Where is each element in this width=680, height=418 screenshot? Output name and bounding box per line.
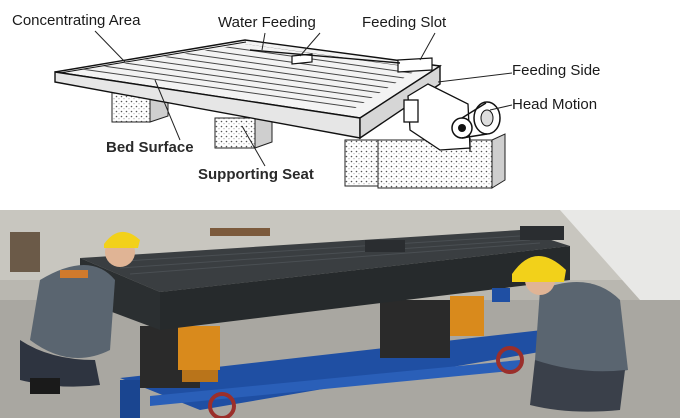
gearboxes bbox=[178, 296, 484, 382]
photo-illustration bbox=[0, 210, 680, 418]
right-worker bbox=[492, 255, 628, 412]
label-feeding-slot: Feeding Slot bbox=[362, 14, 447, 31]
workshop-photo bbox=[0, 210, 680, 418]
label-feeding-side: Feeding Side bbox=[512, 62, 601, 79]
head-motion bbox=[403, 83, 501, 152]
shaking-table-diagram: Concentrating Area Water Feeding Feeding… bbox=[12, 12, 601, 189]
right-hard-hat bbox=[512, 255, 566, 282]
label-bed-surface: Bed Surface bbox=[106, 139, 194, 156]
handwheels bbox=[208, 346, 524, 418]
bed-surface bbox=[54, 39, 442, 140]
leader-lines bbox=[94, 30, 513, 167]
label-concentrating-area: Concentrating Area bbox=[12, 12, 141, 29]
label-supporting-seat: Supporting Seat bbox=[198, 166, 314, 183]
label-water-feeding: Water Feeding bbox=[218, 14, 316, 31]
water-feeding-trough bbox=[249, 49, 401, 65]
feeding-slot bbox=[397, 57, 433, 73]
left-worker bbox=[20, 231, 140, 394]
background-pot bbox=[10, 232, 40, 272]
left-hard-hat bbox=[104, 231, 140, 248]
label-head-motion: Head Motion bbox=[512, 96, 598, 113]
diagram-drawing bbox=[54, 30, 513, 189]
supporting-seat-right bbox=[344, 133, 506, 189]
